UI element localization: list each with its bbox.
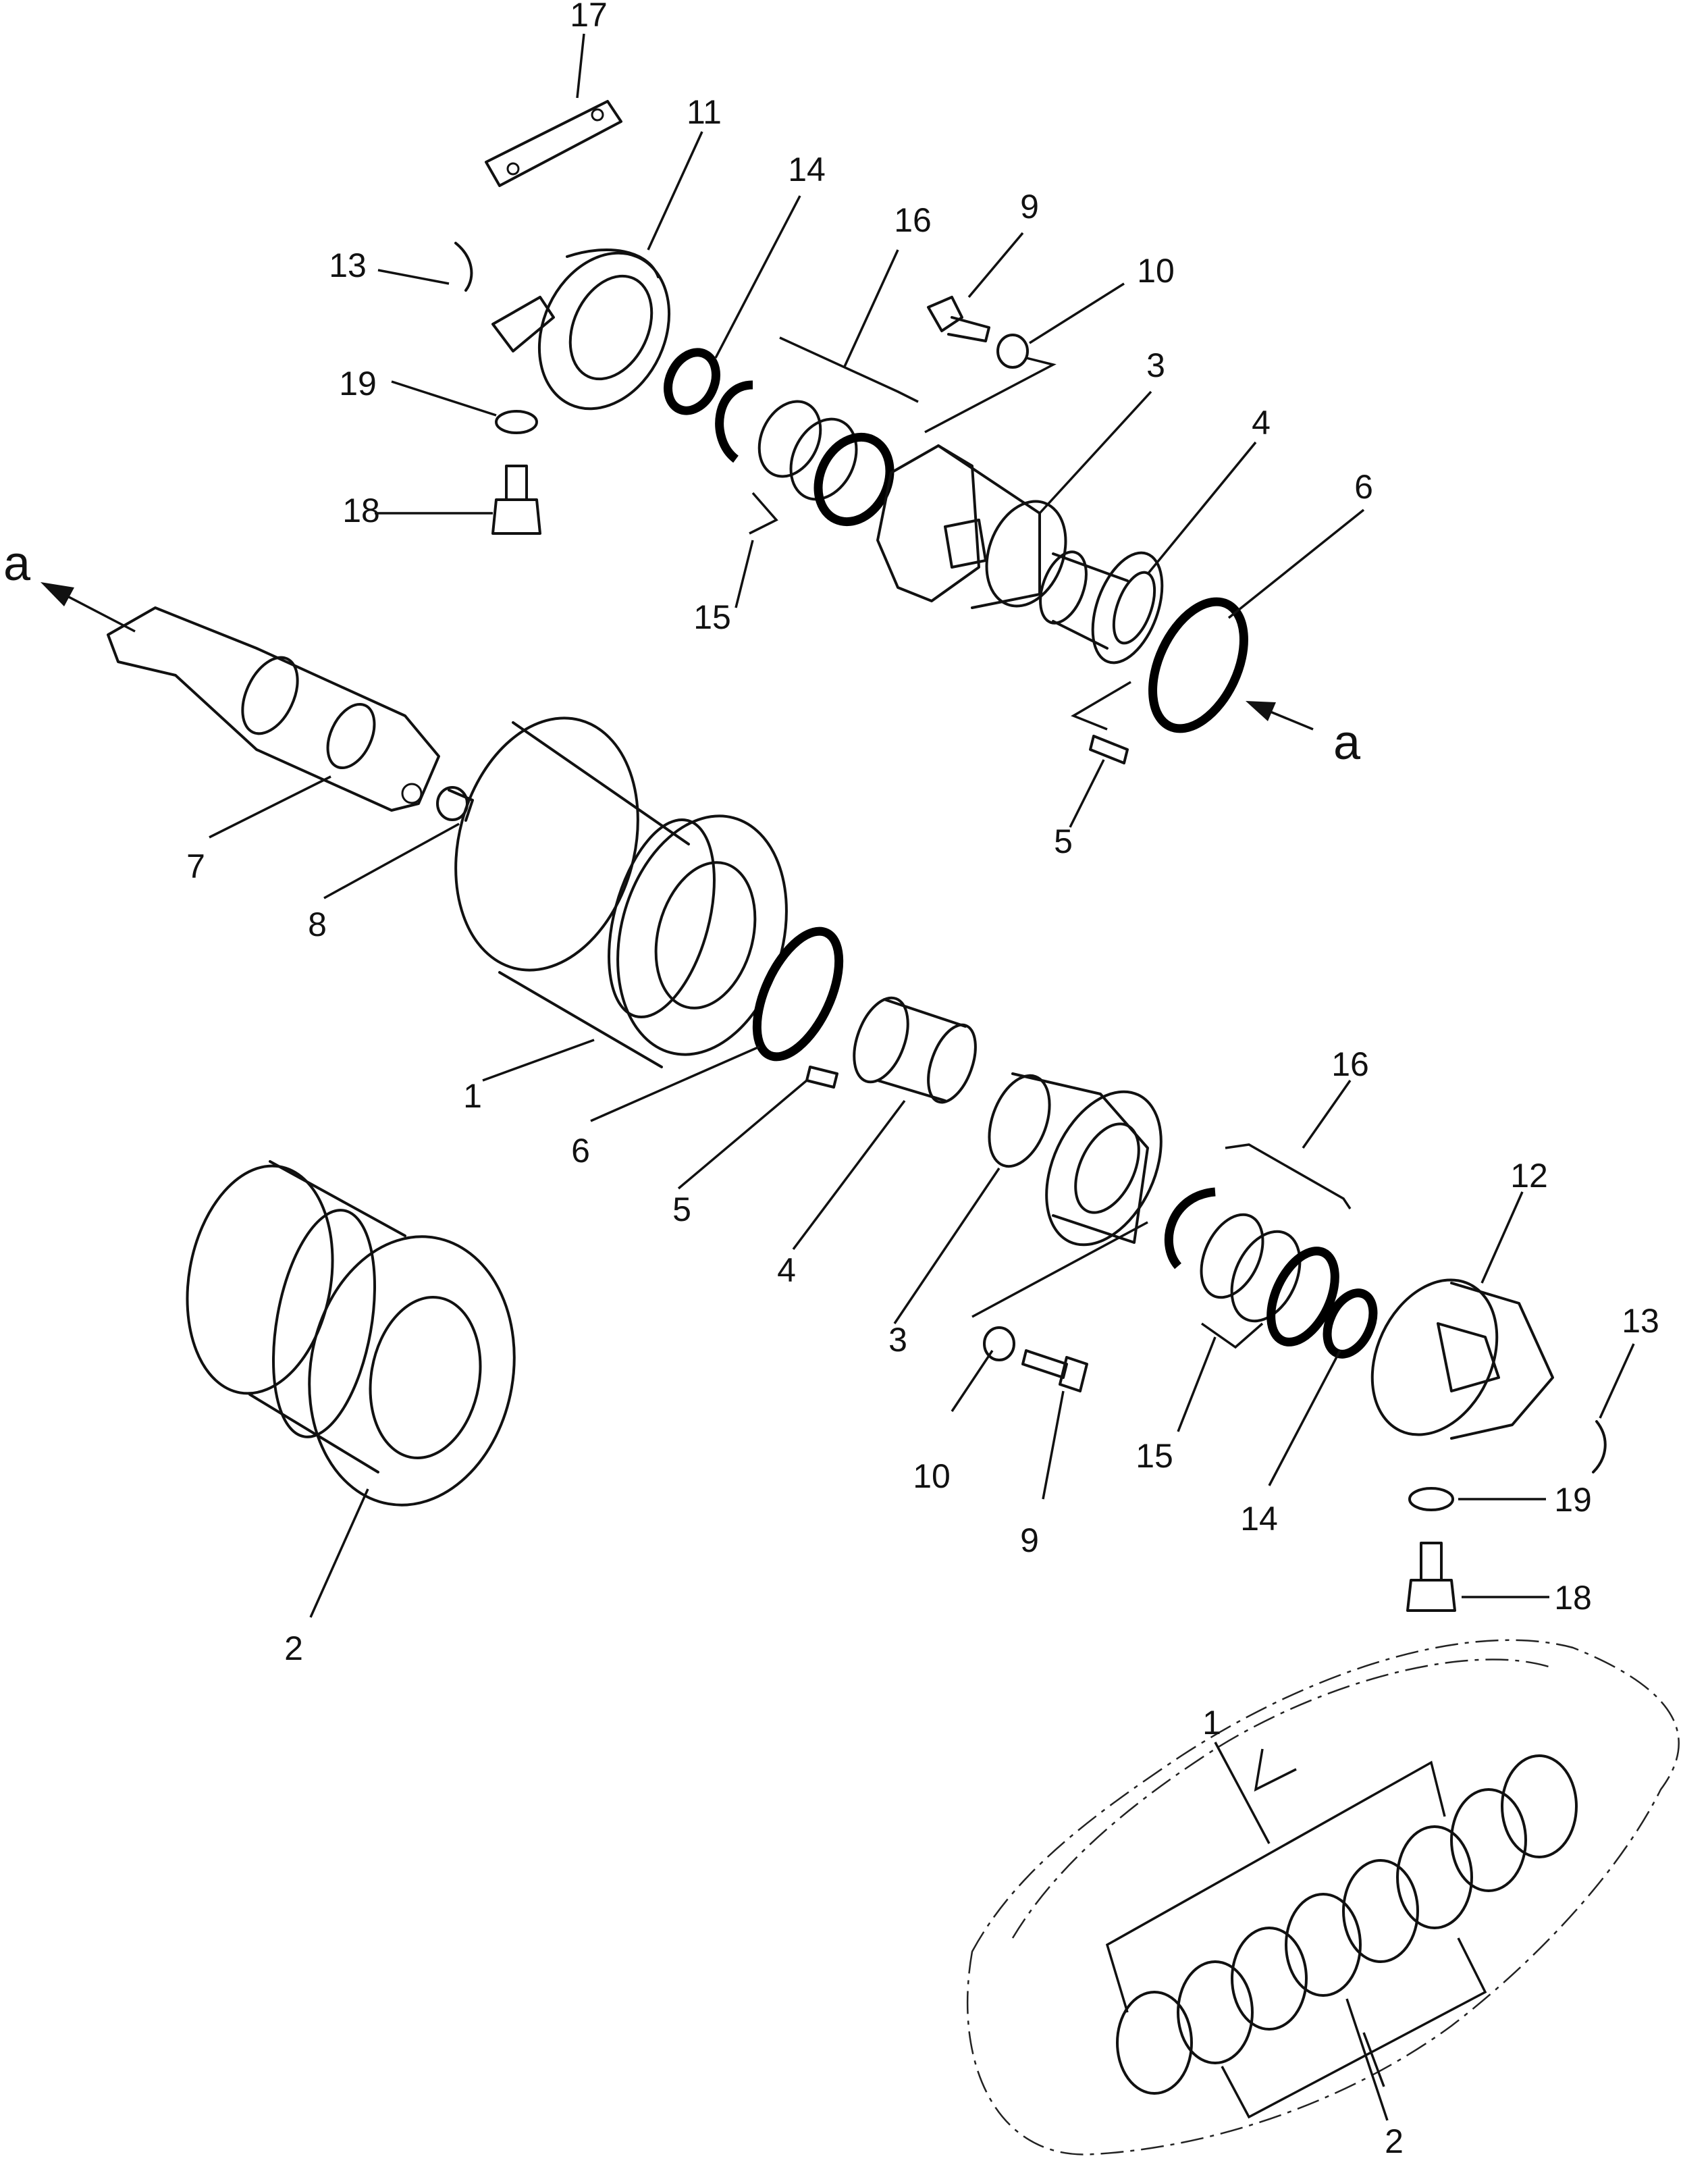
- callout-13: 13: [329, 246, 367, 284]
- part-16-seal-group: [715, 336, 919, 535]
- callout-11: 11: [687, 93, 722, 131]
- callout-2-inset: 2: [1385, 2122, 1404, 2160]
- callout-10: 10: [1137, 252, 1175, 290]
- part-13-pin: [454, 242, 473, 292]
- callout-4-lower: 4: [777, 1251, 796, 1289]
- part-5-dowel-lower: [805, 1066, 838, 1089]
- callout-10-lower: 10: [913, 1457, 951, 1495]
- part-10-washer-lower: [983, 1326, 1015, 1361]
- arrow-a-left: [41, 582, 136, 633]
- part-18-bolt-lower: [1406, 1542, 1456, 1612]
- callout-18-lower: 18: [1554, 1579, 1592, 1617]
- part-4-bushing-lower: [853, 996, 977, 1104]
- callout-3: 3: [1146, 346, 1165, 384]
- leader-lines: [209, 33, 1635, 2121]
- part-18-bolt: [491, 465, 541, 535]
- callout-2: 2: [284, 1629, 303, 1667]
- callout-14: 14: [788, 151, 826, 188]
- callout-18: 18: [342, 492, 380, 529]
- callout-3-lower: 3: [888, 1321, 907, 1359]
- part-3-housing: [876, 444, 1067, 609]
- callout-16: 16: [894, 201, 932, 239]
- part-10-washer: [996, 334, 1029, 369]
- callout-13-lower: 13: [1622, 1302, 1659, 1340]
- callout-19-lower: 19: [1554, 1481, 1592, 1519]
- part-3-housing-lower: [988, 1072, 1163, 1247]
- part-6-o-ring: [1148, 597, 1248, 733]
- callout-5-lower: 5: [672, 1191, 691, 1228]
- callout-6-lower: 6: [571, 1132, 590, 1170]
- callout-8: 8: [308, 906, 327, 943]
- part-6-o-ring-lower: [752, 926, 844, 1062]
- part-11-collar: [491, 249, 671, 411]
- arrow-a-right: [1246, 701, 1314, 731]
- callout-9: 9: [1020, 188, 1039, 226]
- part-19-washer: [495, 410, 538, 434]
- callout-7: 7: [186, 847, 205, 885]
- part-5-dowel: [1089, 735, 1129, 764]
- callout-15-lower: 15: [1136, 1437, 1173, 1475]
- callout-1-inset: 1: [1202, 1704, 1221, 1742]
- part-14-o-ring: [664, 348, 720, 415]
- callout-5: 5: [1054, 822, 1073, 860]
- callout-12: 12: [1510, 1157, 1548, 1195]
- callout-6: 6: [1354, 468, 1373, 506]
- part-12-collar: [1370, 1278, 1554, 1440]
- part-17-plate: [485, 100, 622, 187]
- part-9-bolt: [927, 296, 990, 342]
- part-4-bushing: [1039, 550, 1164, 664]
- part-1-roller: [454, 716, 788, 1068]
- part-13-pin-lower: [1592, 1420, 1607, 1473]
- inset-rollers: [1105, 1748, 1578, 2119]
- callout-1: 1: [463, 1077, 482, 1115]
- callout-16-lower: 16: [1331, 1045, 1369, 1083]
- callout-14-lower: 14: [1240, 1500, 1278, 1538]
- part-9-bolt-lower: [1021, 1349, 1088, 1392]
- part-7-shaft: [107, 606, 440, 812]
- part-2-roller: [186, 1160, 516, 1507]
- part-16-seal-group-lower: [1164, 1143, 1352, 1349]
- callout-15: 15: [693, 598, 731, 636]
- arrow-a-right-label: a: [1333, 716, 1361, 770]
- callout-4: 4: [1252, 404, 1271, 442]
- part-14-o-ring-lower: [1323, 1288, 1378, 1359]
- arrow-a-left-label: a: [3, 537, 31, 591]
- callout-19: 19: [339, 365, 377, 402]
- callout-9-lower: 9: [1020, 1521, 1039, 1559]
- part-19-washer-lower: [1408, 1487, 1454, 1511]
- callout-17: 17: [570, 0, 608, 34]
- inset-track-frame: [966, 1639, 1680, 2155]
